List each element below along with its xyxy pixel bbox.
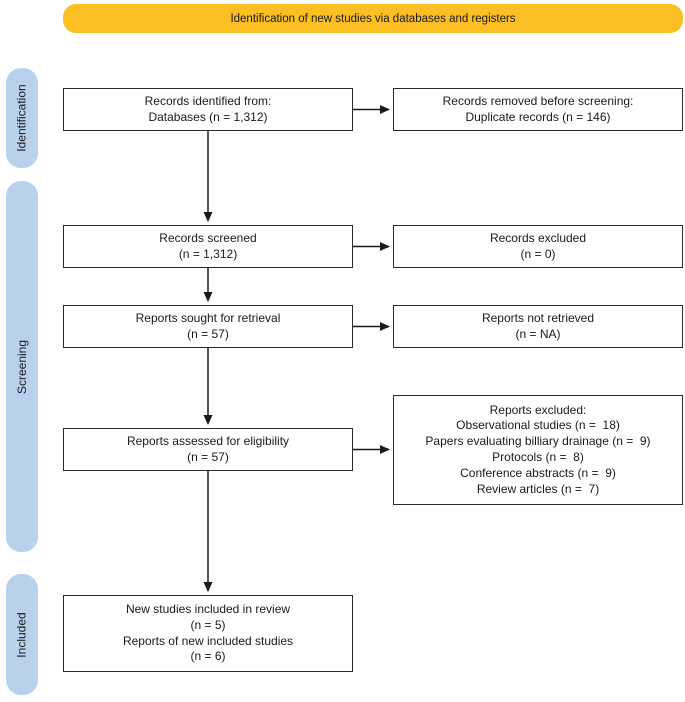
box-reports-sought: Reports sought for retrieval (n = 57) [63,305,353,348]
box-line: (n = 57) [187,449,229,464]
box-line: (n = 57) [187,326,229,341]
box-line: Reports assessed for eligibility [126,433,290,448]
box-reports-excluded: Reports excluded: Observational studies … [393,395,683,505]
box-new-studies-included: New studies included in review (n = 5) R… [63,595,353,672]
sidebar-stage-included: Included [6,574,38,695]
box-reports-not-retrieved: Reports not retrieved (n = NA) [393,305,683,348]
box-records-screened: Records screened (n = 1,312) [63,225,353,268]
stage-label-included: Included [15,611,29,658]
box-line: Records identified from: [144,93,272,108]
box-line: Papers evaluating billiary drainage (n =… [425,434,651,449]
box-line: (n = 1,312) [178,246,238,261]
stage-label-screening: Screening [15,339,30,394]
box-line: Records removed before screening: [442,93,634,108]
box-line: Observational studies (n = 18) [456,418,620,433]
box-line: Protocols (n = 8) [492,450,584,464]
box-line: (n = 6) [190,649,226,664]
box-line: (n = NA) [515,326,561,341]
box-line: Records screened [159,230,257,245]
sidebar-stage-identification: Identification [6,68,38,168]
box-line: (n = 5) [190,617,226,632]
box-records-identified: Records identified from: Databases (n = … [63,88,353,131]
box-line: Records excluded [489,230,587,245]
sidebar-stage-screening: Screening [6,181,38,552]
box-line: Reports sought for retrieval [135,310,281,325]
stage-label-identification: Identification [15,84,30,152]
banner-title: Identification of new studies via databa… [63,4,683,33]
box-reports-assessed: Reports assessed for eligibility (n = 57… [63,428,353,471]
box-line: Reports of new included studies [122,633,294,648]
box-line: Conference abstracts (n = 9) [460,465,616,480]
box-line: New studies included in review [125,601,291,616]
box-line: Review articles (n = 7) [476,481,600,496]
box-line: Duplicate records (n = 146) [465,109,611,124]
box-line: Databases (n = 1,312) [148,109,268,124]
box-line: Reports excluded: [489,402,587,417]
box-records-excluded: Records excluded (n = 0) [393,225,683,268]
box-records-removed: Records removed before screening: Duplic… [393,88,683,131]
box-line: Reports not retrieved [481,310,595,325]
box-line: (n = 0) [520,246,556,261]
